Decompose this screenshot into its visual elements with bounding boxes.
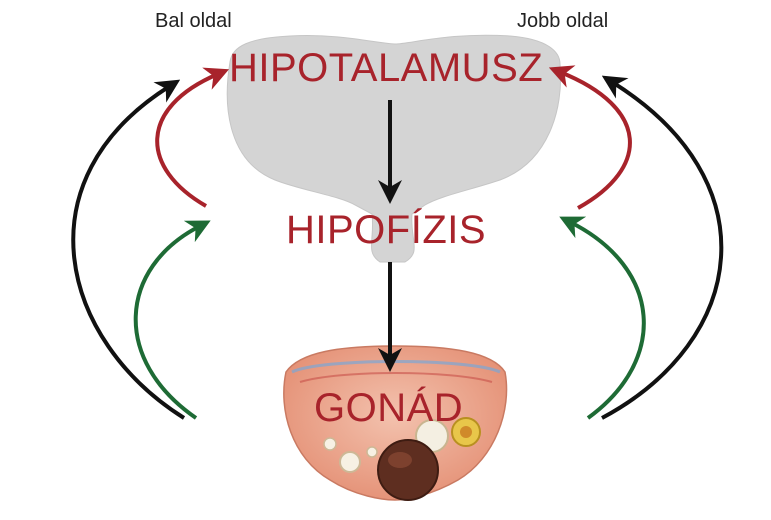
- pituitary-label: HIPOFÍZIS: [286, 208, 487, 252]
- follicle-tiny-2: [366, 446, 378, 458]
- corpus-luteum-core: [460, 426, 472, 438]
- right-red-feedback-arrow: [548, 65, 632, 210]
- surface-vessel-red: [299, 372, 493, 383]
- follicle-tiny: [323, 437, 337, 451]
- right-black-feedback-arrow: [601, 75, 724, 420]
- follicle-highlight: [388, 452, 412, 468]
- left-side-label: Bal oldal: [155, 10, 232, 32]
- follicle-small: [339, 451, 361, 473]
- right-green-feedback-arrow: [559, 216, 646, 420]
- hypothalamus-label: HIPOTALAMUSZ: [229, 46, 544, 90]
- dominant-follicle: [377, 439, 439, 501]
- left-green-feedback-arrow: [133, 220, 211, 420]
- right-side-label: Jobb oldal: [517, 10, 609, 32]
- gonad-label: GONÁD: [314, 386, 464, 430]
- brain-silhouette: [226, 34, 562, 263]
- hypothalamus-shape: [226, 34, 562, 263]
- left-red-feedback-arrow: [155, 67, 230, 208]
- left-black-feedback-arrow: [71, 79, 186, 420]
